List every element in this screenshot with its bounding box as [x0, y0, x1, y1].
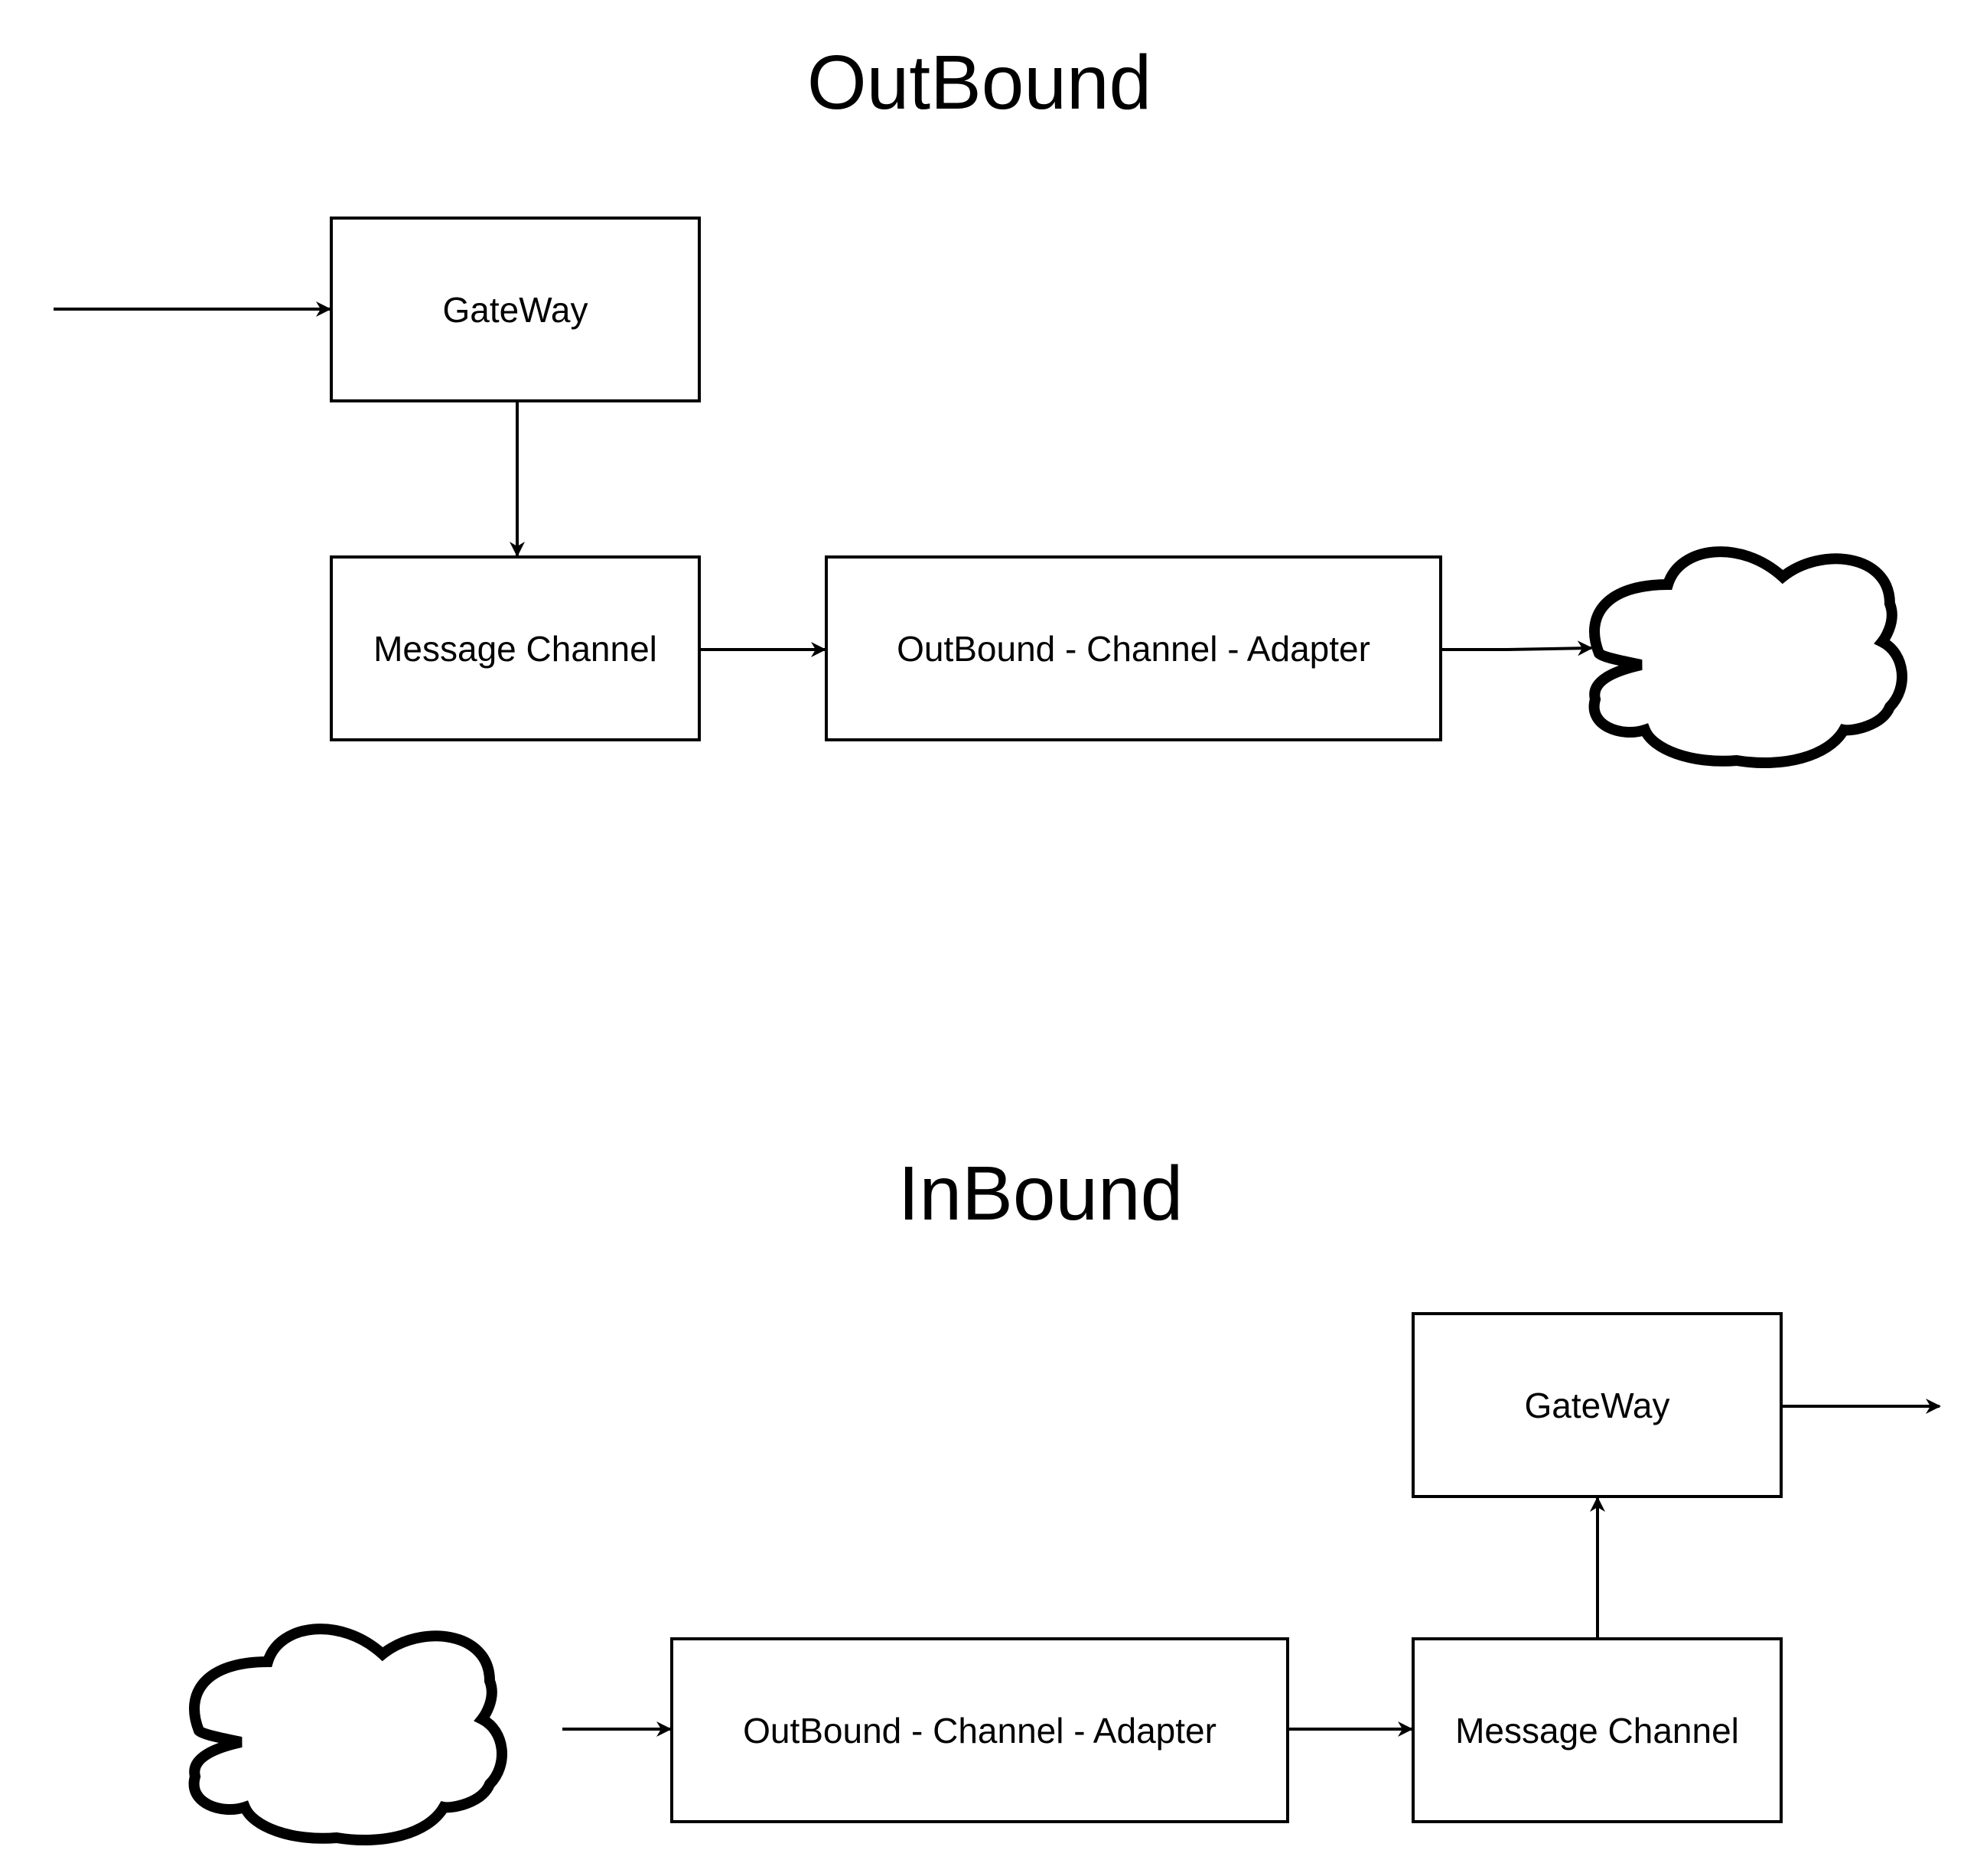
inbound-message-channel-label: Message Channel	[1455, 1710, 1739, 1751]
outbound-adapter-label: OutBound - Channel - Adapter	[897, 628, 1370, 669]
outbound-message-channel-label: Message Channel	[373, 628, 657, 669]
inbound-gateway-label: GateWay	[1524, 1385, 1670, 1425]
inbound-message-channel-box[interactable]: Message Channel	[1412, 1637, 1783, 1823]
outbound-message-channel-box[interactable]: Message Channel	[330, 555, 701, 741]
outbound-gateway-box[interactable]: GateWay	[330, 217, 701, 402]
inbound-external-cloud-icon	[194, 1629, 502, 1840]
outbound-title: OutBound	[806, 40, 1152, 125]
inbound-gateway-box[interactable]: GateWay	[1412, 1312, 1783, 1498]
outbound-adapter-box[interactable]: OutBound - Channel - Adapter	[825, 555, 1442, 741]
outbound-external-cloud-icon	[1594, 552, 1902, 763]
outbound-adapter-to-cloud-arrow	[1442, 640, 1593, 656]
inbound-adapter-box[interactable]: OutBound - Channel - Adapter	[670, 1637, 1289, 1823]
outbound-gateway-label: GateWay	[442, 289, 588, 330]
inbound-adapter-label: OutBound - Channel - Adapter	[743, 1710, 1216, 1751]
inbound-title: InBound	[897, 1151, 1184, 1236]
